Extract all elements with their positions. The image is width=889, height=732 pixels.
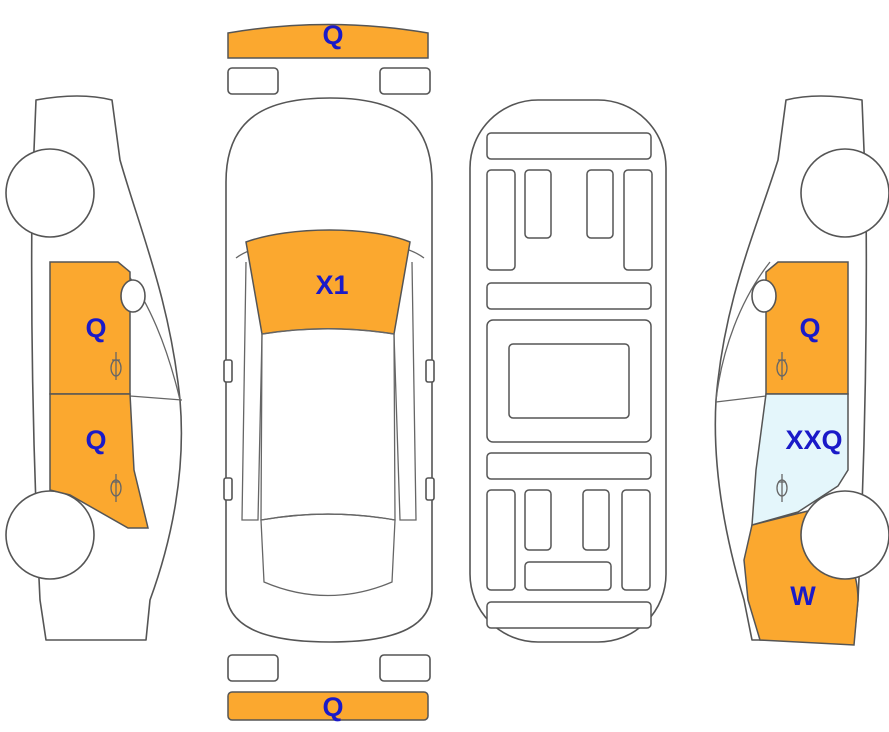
right-rear-door-panel[interactable] xyxy=(751,393,849,527)
top-view-body xyxy=(225,97,433,643)
right-front-wheel xyxy=(800,148,889,238)
left-rear-door-label: Q xyxy=(85,425,106,455)
front-bumper-label: Q xyxy=(322,20,343,50)
left-front-wheel xyxy=(5,148,95,238)
right-rear-wheel xyxy=(800,490,889,580)
left-front-door-label: Q xyxy=(85,313,106,343)
top-view: Q X1 Q xyxy=(223,20,435,722)
right-rear-door-label: XXQ xyxy=(785,425,842,455)
rear-bumper-panel[interactable] xyxy=(227,691,429,721)
front-bumper-panel[interactable] xyxy=(227,23,429,59)
right-front-door-label: Q xyxy=(799,313,820,343)
rear-bumper-label: Q xyxy=(322,692,343,722)
left-front-door-panel[interactable] xyxy=(49,261,131,395)
left-headlight xyxy=(227,67,279,95)
right-rear-quarter-label: W xyxy=(790,581,816,611)
right-taillight xyxy=(379,654,431,682)
left-rear-wheel xyxy=(5,490,95,580)
right-side-view: W Q XXQ xyxy=(714,95,889,646)
left-side-view: Q Q xyxy=(5,95,183,641)
left-rear-door-panel[interactable] xyxy=(49,393,149,529)
hood-label: X1 xyxy=(315,270,348,300)
left-taillight xyxy=(227,654,279,682)
right-headlight xyxy=(379,67,431,95)
interior-view xyxy=(469,99,667,643)
